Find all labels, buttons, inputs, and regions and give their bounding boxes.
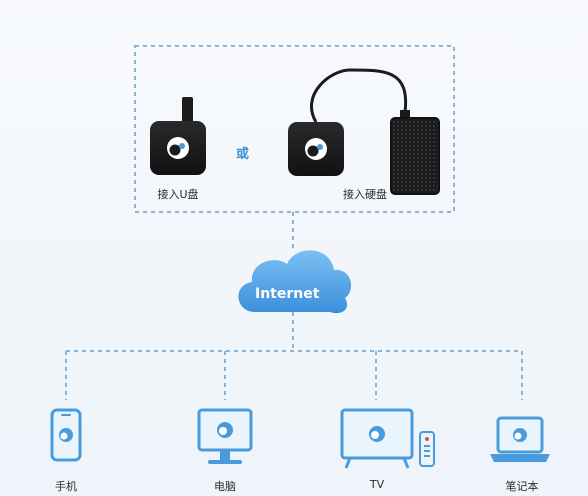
source-group-box <box>134 45 455 213</box>
internet-label: Internet <box>255 286 320 302</box>
phone-icon <box>50 408 82 462</box>
device-label-phone: 手机 <box>55 480 77 493</box>
device-label-laptop: 笔记本 <box>505 480 539 493</box>
laptop-icon <box>490 416 550 462</box>
hard-drive <box>390 117 440 195</box>
monitor-icon <box>197 408 253 464</box>
or-label: 或 <box>236 147 250 162</box>
device-label-tv: TV <box>369 478 385 491</box>
internet-cloud <box>238 250 352 314</box>
usb-device <box>150 97 206 175</box>
device-label-monitor: 电脑 <box>214 480 236 493</box>
hdd-cable <box>309 68 408 123</box>
usb-option-label: 接入U盘 <box>157 188 199 201</box>
hdd-option-label: 接入硬盘 <box>343 188 387 201</box>
tv-icon <box>340 408 435 469</box>
hdd-box-device <box>288 122 344 176</box>
